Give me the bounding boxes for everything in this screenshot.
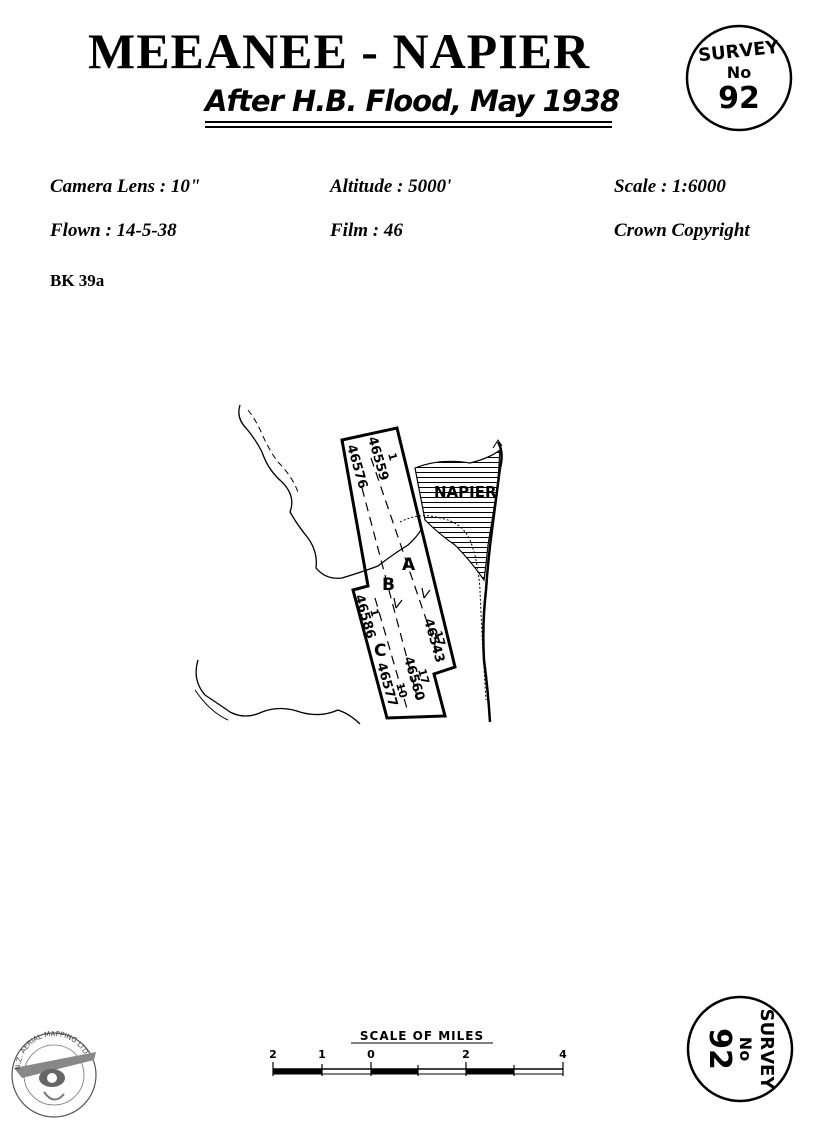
page-title: MEEANEE - NAPIER [88, 23, 591, 79]
napier-area [414, 448, 501, 582]
subtitle-underline-2 [205, 126, 612, 128]
altitude: Altitude : 5000' [330, 176, 452, 197]
stamp-top-line2: No [727, 63, 751, 82]
stamp-top-number: 92 [718, 81, 760, 116]
river-line [238, 404, 423, 579]
stamp-bottom-line1: SURVEY [756, 1009, 777, 1091]
reference-code: BK 39a [50, 271, 105, 290]
subtitle-underline [205, 121, 612, 123]
page-subtitle: After H.B. Flood, May 1938 [205, 84, 620, 118]
flown-date: Flown : 14-5-38 [50, 220, 177, 241]
stamp-top-line1: SURVEY [697, 37, 780, 66]
scale-tick-1: 1 [318, 1048, 326, 1061]
survey-stamp-top: SURVEY No 92 [685, 24, 793, 132]
coastline [482, 441, 503, 723]
scale-tick-4: 4 [559, 1048, 567, 1061]
run-count-17b: 17 [415, 667, 432, 685]
river-line-2 [247, 409, 299, 493]
film: Film : 46 [330, 220, 403, 241]
run-arrow-a [421, 587, 431, 599]
aerial-mapping-logo: N.Z. AERIAL MAPPING LTD [11, 1030, 97, 1118]
scale-tick-0: 0 [367, 1048, 375, 1061]
scale-bar-label: SCALE OF MILES [360, 1029, 484, 1043]
scale-tick-2-right: 2 [462, 1048, 470, 1061]
run-line-b [361, 487, 419, 701]
scale-bar: SCALE OF MILES 2 1 0 2 4 [269, 1029, 567, 1076]
run-label-b: B [382, 575, 395, 595]
copyright: Crown Copyright [614, 220, 750, 241]
run-count-1: 1 [385, 451, 400, 462]
stamp-bottom-number: 92 [702, 1028, 737, 1070]
river-line-4 [194, 689, 229, 721]
run-arrow-b [393, 597, 403, 609]
run-line-a [370, 457, 441, 661]
run-label-c: C [374, 641, 386, 661]
stamp-bottom-line2: No [736, 1037, 755, 1061]
run-line-c [374, 597, 409, 713]
inner-road [399, 515, 487, 701]
survey-stamp-bottom: SURVEY No 92 [686, 995, 794, 1103]
run-count-17a: 17 [431, 629, 448, 647]
camera-lens: Camera Lens : 10" [50, 176, 201, 197]
flight-run-outline [340, 426, 457, 720]
run-label-a: A [402, 555, 416, 575]
coast-detail [492, 439, 503, 449]
scale-tick-2-left: 2 [269, 1048, 277, 1061]
run-count-1b: 1 [367, 607, 382, 618]
scale: Scale : 1:6000 [614, 176, 726, 197]
run-count-10: 10 [393, 681, 410, 700]
town-label: NAPIER [434, 483, 497, 501]
river-line-3 [195, 659, 361, 725]
flight-map: NAPIER A B C 46559 46576 46543 46560 465… [194, 404, 503, 725]
